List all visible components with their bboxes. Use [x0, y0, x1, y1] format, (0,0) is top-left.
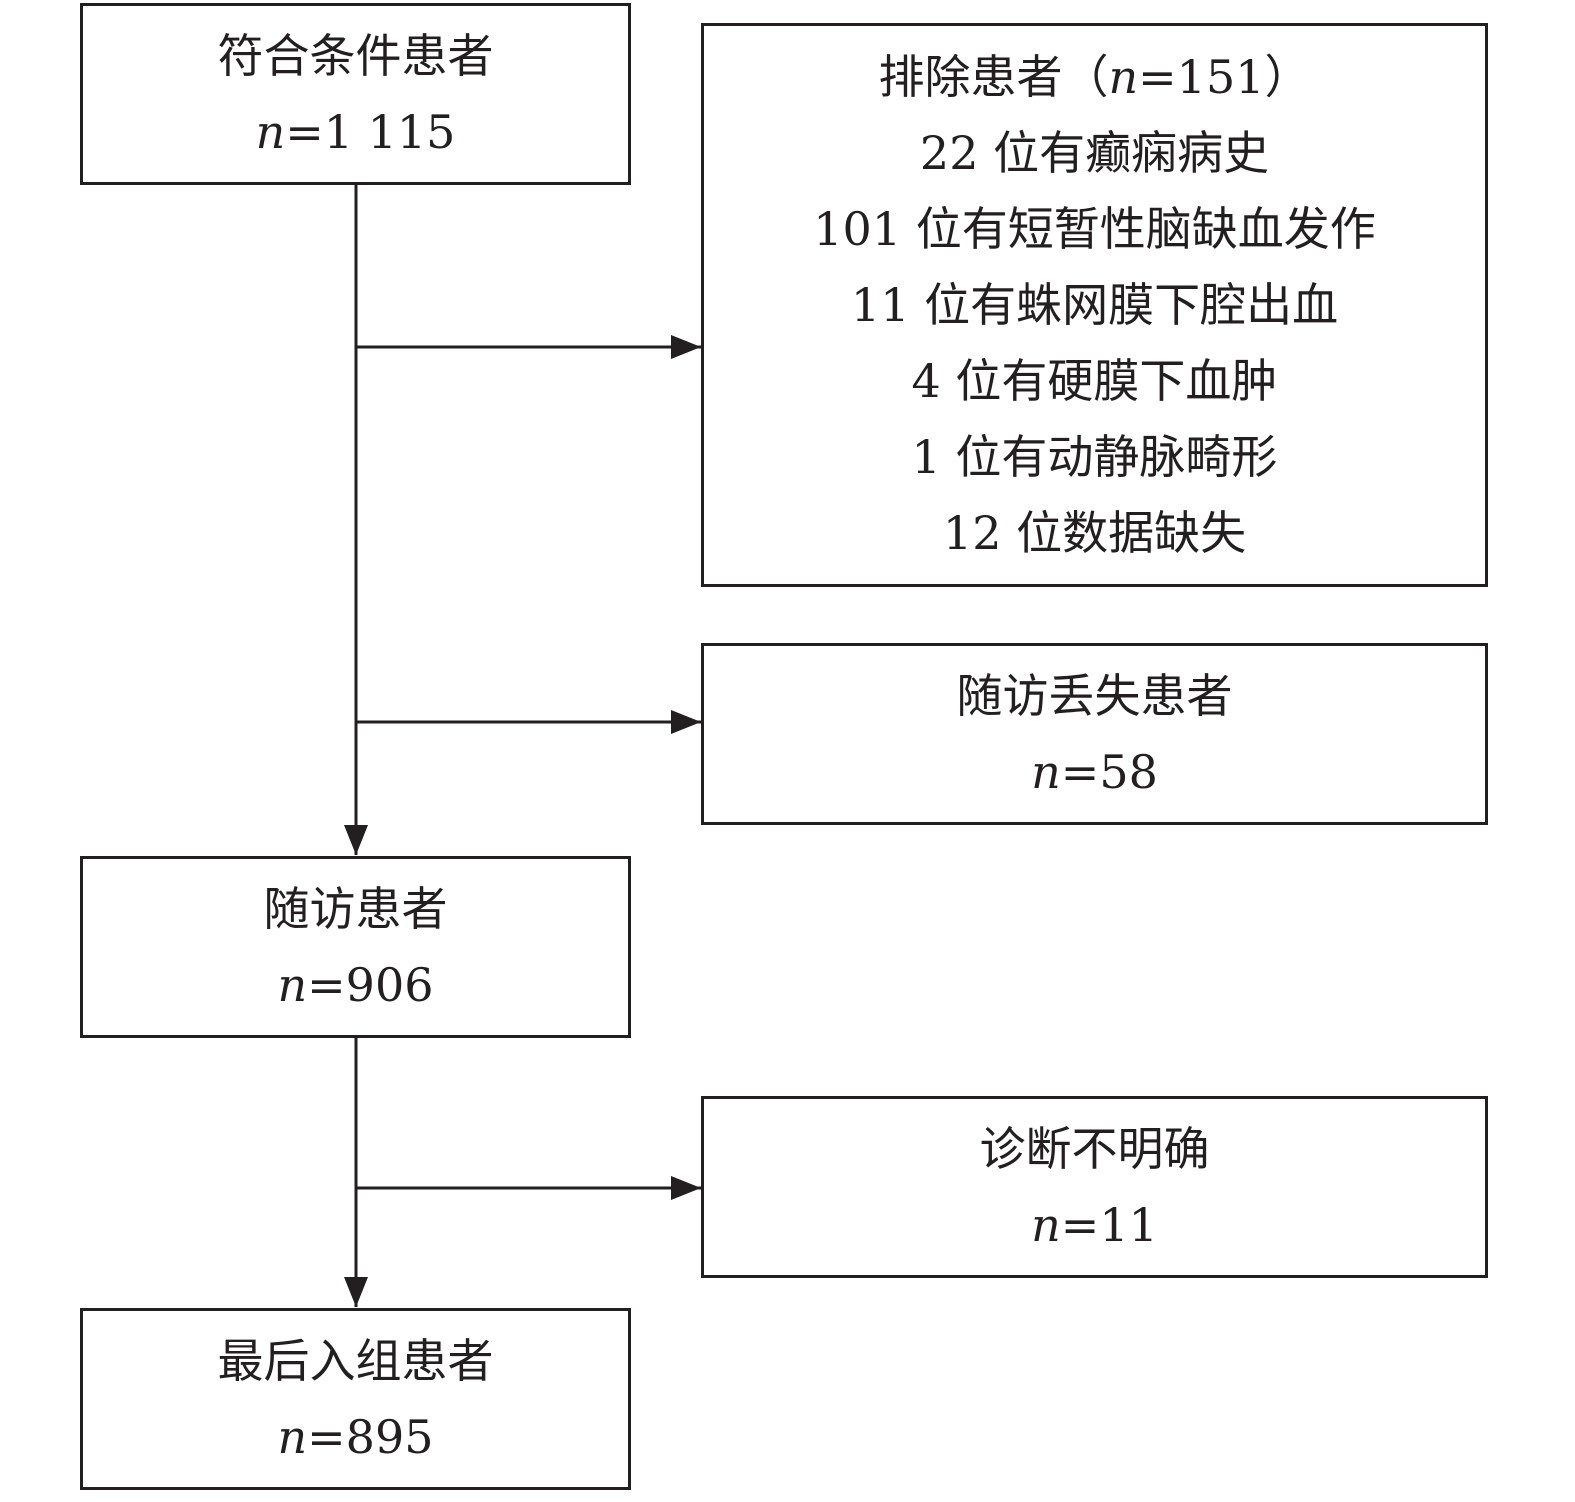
excluded-patients-box: 排除患者（n=151） 22 位有癫痫病史 101 位有短暂性脑缺血发作 11 … [701, 23, 1488, 587]
unclear-count: n=11 [704, 1187, 1485, 1263]
unclear-diagnosis-box: 诊断不明确 n=11 [701, 1096, 1488, 1278]
final-n-label: n [277, 1410, 308, 1464]
final-title: 最后入组患者 [217, 1334, 494, 1388]
lost-count: n=58 [704, 734, 1485, 810]
final-count: n=895 [83, 1399, 628, 1475]
unclear-title: 诊断不明确 [979, 1122, 1210, 1176]
followed-n-value: =906 [307, 958, 434, 1012]
followed-count: n=906 [83, 947, 628, 1023]
exclusion-reason-tia: 101 位有短暂性脑缺血发作 [813, 202, 1376, 256]
exclusion-reason-missing-data: 12 位数据缺失 [942, 506, 1247, 560]
excluded-title: 排除患者（n=151） [704, 39, 1485, 115]
unclear-n-value: =11 [1060, 1198, 1158, 1252]
excluded-title-prefix: 排除患者（ [878, 50, 1109, 104]
eligible-n-value: =1 115 [285, 105, 456, 159]
exclusion-reason-subdural-hematoma: 4 位有硬膜下血肿 [911, 354, 1278, 408]
eligible-title: 符合条件患者 [217, 29, 494, 83]
exclusion-reason-sah: 11 位有蛛网膜下腔出血 [850, 278, 1339, 332]
followed-title: 随访患者 [263, 882, 448, 936]
exclusion-reason-epilepsy: 22 位有癫痫病史 [919, 126, 1270, 180]
final-enrolled-box: 最后入组患者 n=895 [80, 1308, 631, 1490]
lost-n-value: =58 [1060, 745, 1158, 799]
exclusion-reason-avm: 1 位有动静脉畸形 [911, 430, 1278, 484]
lost-title: 随访丢失患者 [956, 669, 1233, 723]
lost-n-label: n [1031, 745, 1061, 799]
followed-n-label: n [277, 958, 308, 1012]
followed-up-box: 随访患者 n=906 [80, 856, 631, 1038]
unclear-n-label: n [1031, 1198, 1061, 1252]
excluded-n-label: n [1108, 50, 1139, 104]
eligible-patients-box: 符合条件患者 n=1 115 [80, 3, 631, 185]
excluded-title-suffix: =151） [1138, 50, 1311, 104]
final-n-value: =895 [307, 1410, 434, 1464]
eligible-n-label: n [255, 105, 286, 159]
lost-to-followup-box: 随访丢失患者 n=58 [701, 643, 1488, 825]
eligible-count: n=1 115 [83, 94, 628, 170]
